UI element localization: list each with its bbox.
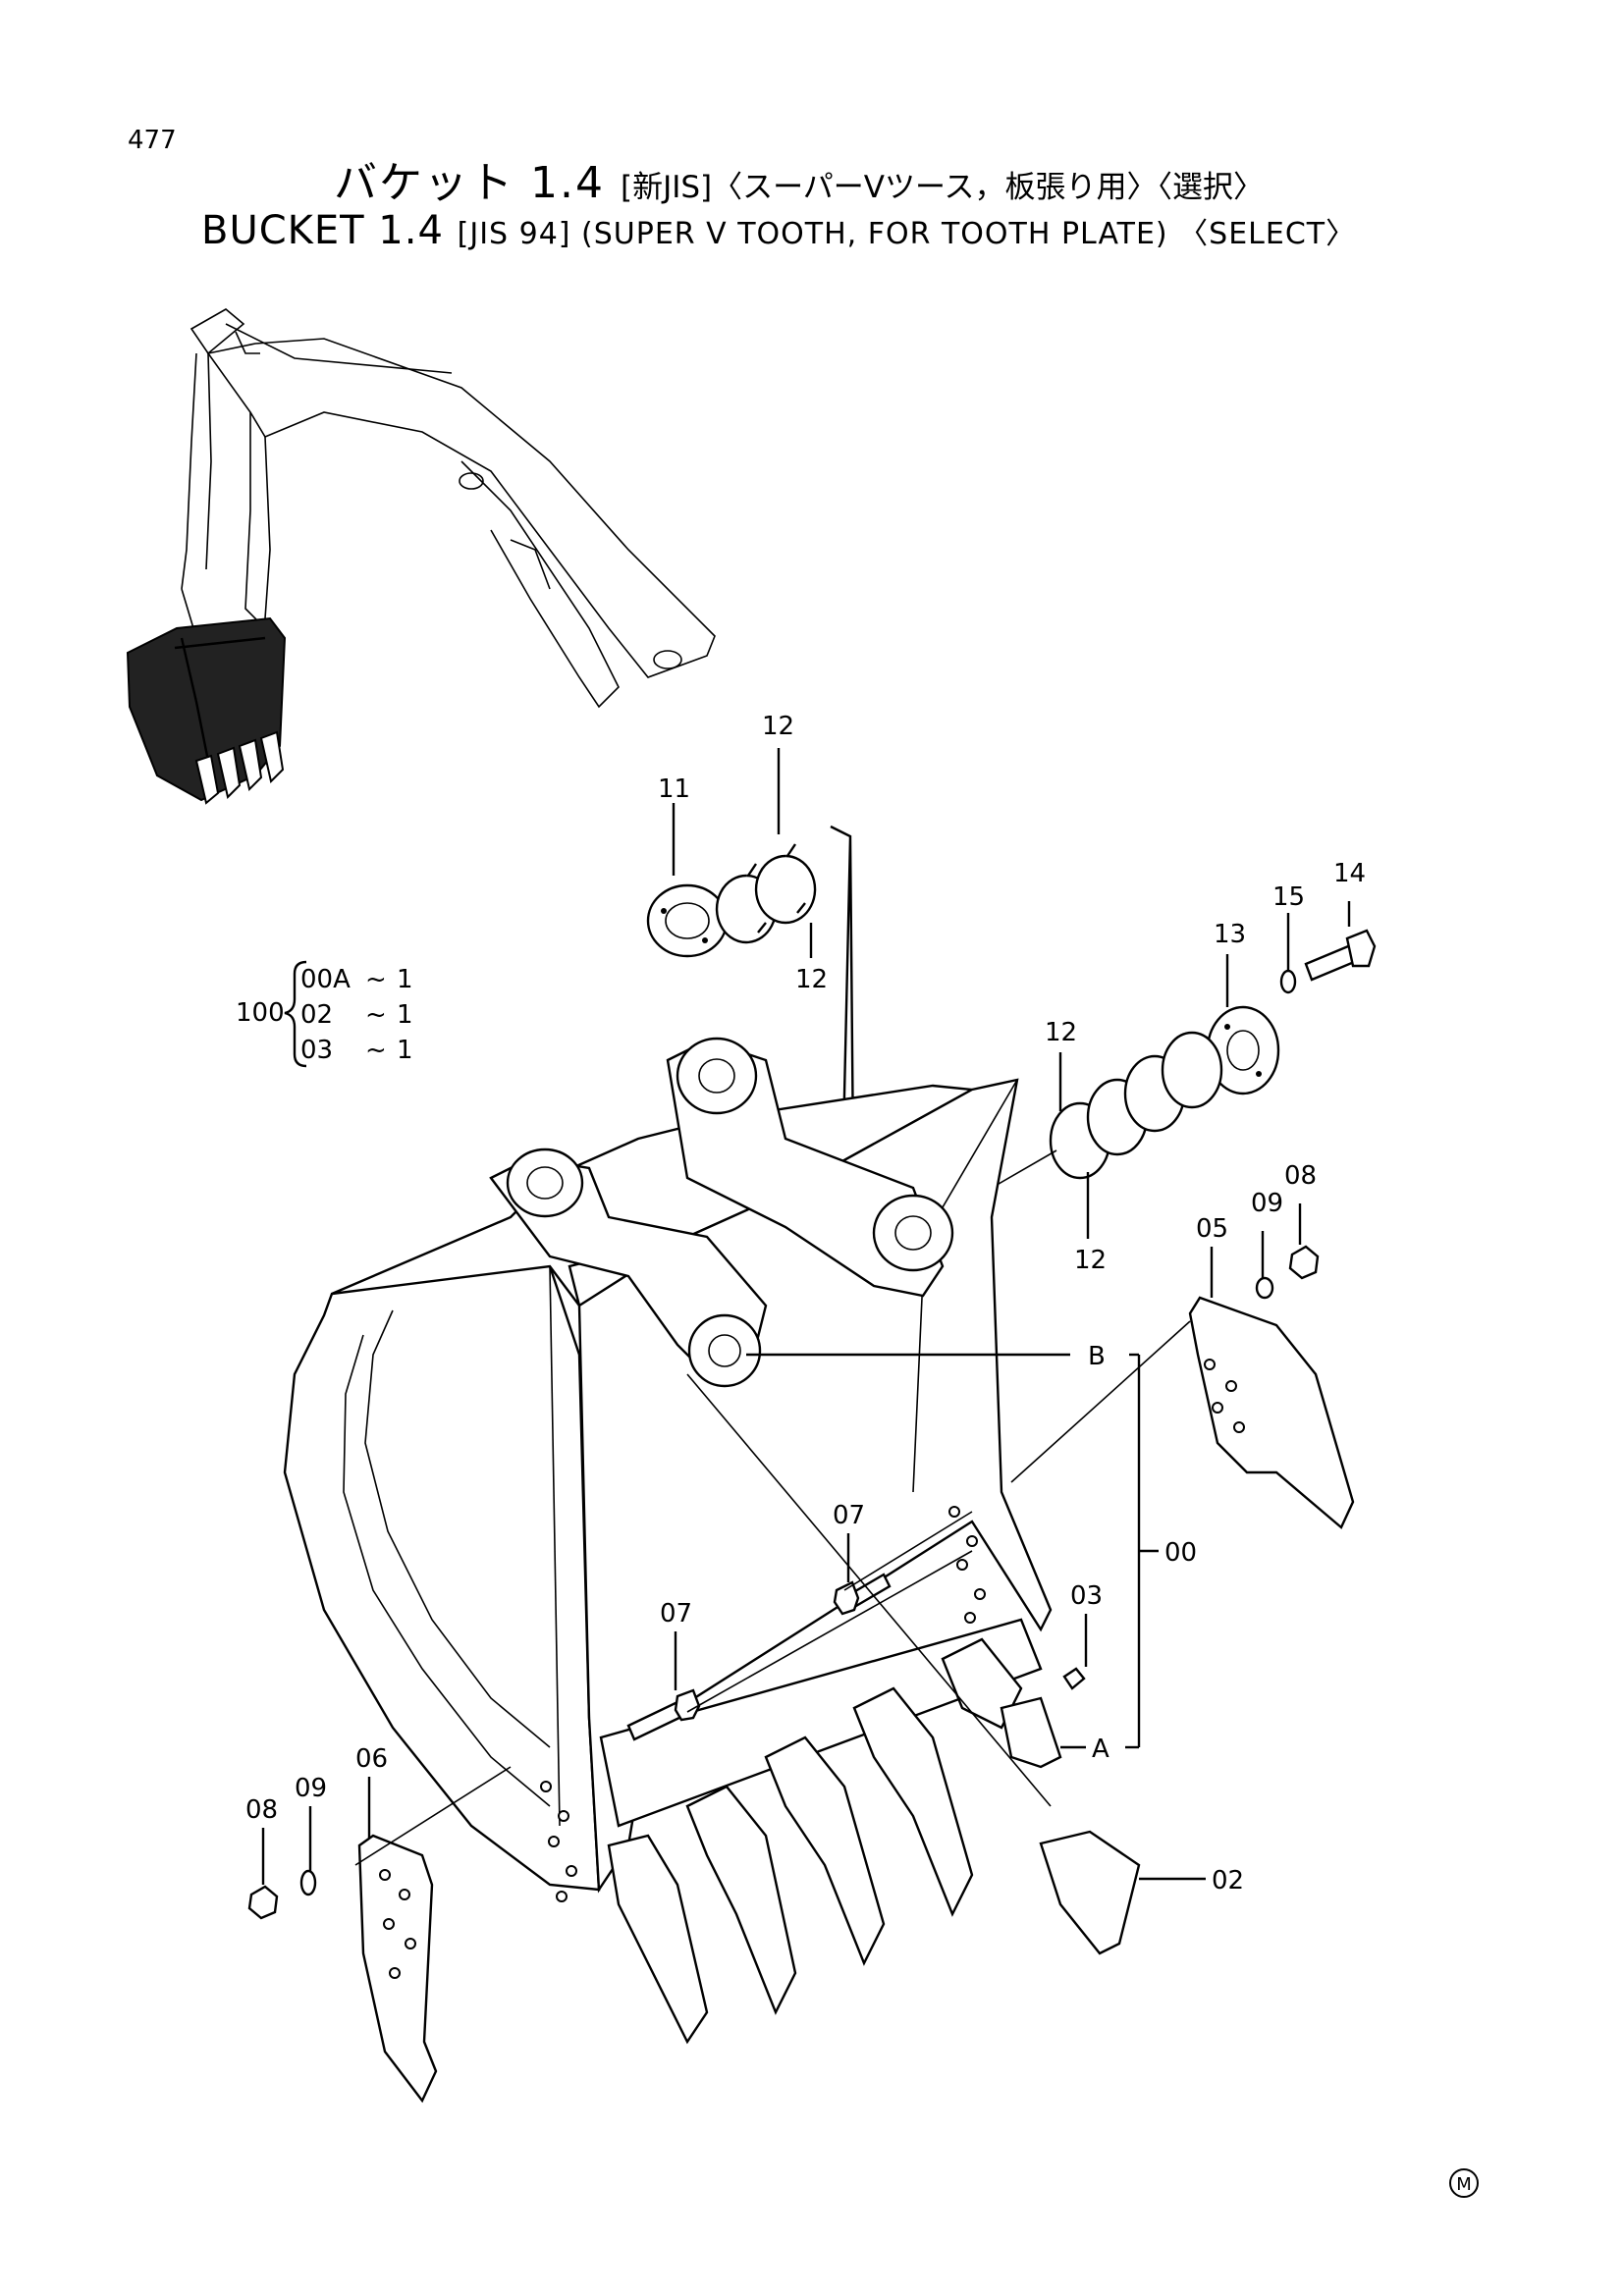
shim-stack-right	[1049, 1031, 1223, 1180]
callout-09-left: 09	[295, 1774, 327, 1803]
title-japanese-main: バケット 1.4	[334, 158, 605, 208]
page-number: 477	[128, 126, 177, 155]
callout-13: 13	[1214, 920, 1246, 949]
assembly-item-3-part: 03	[300, 1036, 333, 1065]
callout-labels: 12 11 12 15 14 13 12 12 08 09 05 B 07 00…	[245, 712, 1366, 1896]
bucket-drawing	[283, 1037, 1053, 1902]
callout-09-right: 09	[1251, 1189, 1283, 1218]
assembly-group: 100 00A ~ 1 02 ~ 1 03 ~ 1	[236, 960, 413, 1068]
callout-07-left: 07	[660, 1599, 692, 1629]
nut-icon	[247, 1245, 1320, 1920]
assembly-item-2-part: 02	[300, 1000, 333, 1030]
footer-mark-text: M	[1456, 2174, 1472, 2195]
washer-small	[299, 1276, 1274, 1896]
bolt-icon	[1304, 929, 1377, 982]
boss-plate-11	[646, 883, 729, 958]
assembly-number: 100	[236, 998, 285, 1028]
title-english-sub: [JIS 94] (SUPER V TOOTH, FOR TOOTH PLATE…	[457, 217, 1357, 251]
callout-12-right-bottom: 12	[1074, 1246, 1107, 1275]
callout-08-right: 08	[1284, 1161, 1317, 1191]
washer-icon	[1279, 969, 1297, 994]
ref-a: A	[1092, 1735, 1109, 1764]
side-cutter-05	[1188, 1296, 1355, 1529]
callout-14: 14	[1333, 859, 1366, 888]
callout-02: 02	[1212, 1866, 1244, 1896]
callout-15: 15	[1272, 882, 1305, 912]
callout-12-right-top: 12	[1045, 1018, 1077, 1047]
title-english-main: BUCKET 1.4	[201, 208, 444, 253]
title-japanese: バケット 1.4 [新JIS]〈スーパーVツース，板張り用〉〈選択〉	[334, 147, 1264, 210]
boss-plate-13	[1206, 1005, 1280, 1095]
title-japanese-sub: [新JIS]〈スーパーVツース，板張り用〉〈選択〉	[620, 170, 1264, 205]
callout-07-right: 07	[833, 1501, 865, 1530]
callout-11: 11	[658, 774, 690, 804]
callout-08-left: 08	[245, 1795, 278, 1825]
leader-lines	[261, 748, 1351, 1885]
callout-03: 03	[1070, 1581, 1103, 1611]
tooth-icon	[607, 1637, 1141, 2045]
ref-b: B	[1088, 1342, 1106, 1371]
side-cutter-06	[357, 1834, 438, 2104]
assembly-item-3-qty: 1	[397, 1036, 413, 1065]
callout-05: 05	[1196, 1214, 1228, 1244]
callout-06: 06	[355, 1744, 388, 1774]
assembly-item-1-sep: ~	[365, 965, 387, 994]
assembly-item-2-qty: 1	[397, 1000, 413, 1030]
bucket-thumbnail	[126, 616, 287, 805]
callout-12-mid: 12	[795, 965, 828, 994]
assembly-item-3-sep: ~	[365, 1036, 387, 1065]
assembly-item-2-sep: ~	[365, 1000, 387, 1030]
footer-mark: M	[1449, 2168, 1479, 2198]
callout-00: 00	[1164, 1538, 1197, 1568]
callout-12-top: 12	[762, 712, 794, 741]
title-english: BUCKET 1.4 [JIS 94] (SUPER V TOOTH, FOR …	[201, 208, 1356, 253]
shim-icon	[715, 843, 817, 944]
assembly-item-1-qty: 1	[397, 965, 413, 994]
excavator-illustration	[181, 308, 716, 709]
assembly-item-1-part: 00A	[300, 965, 351, 994]
